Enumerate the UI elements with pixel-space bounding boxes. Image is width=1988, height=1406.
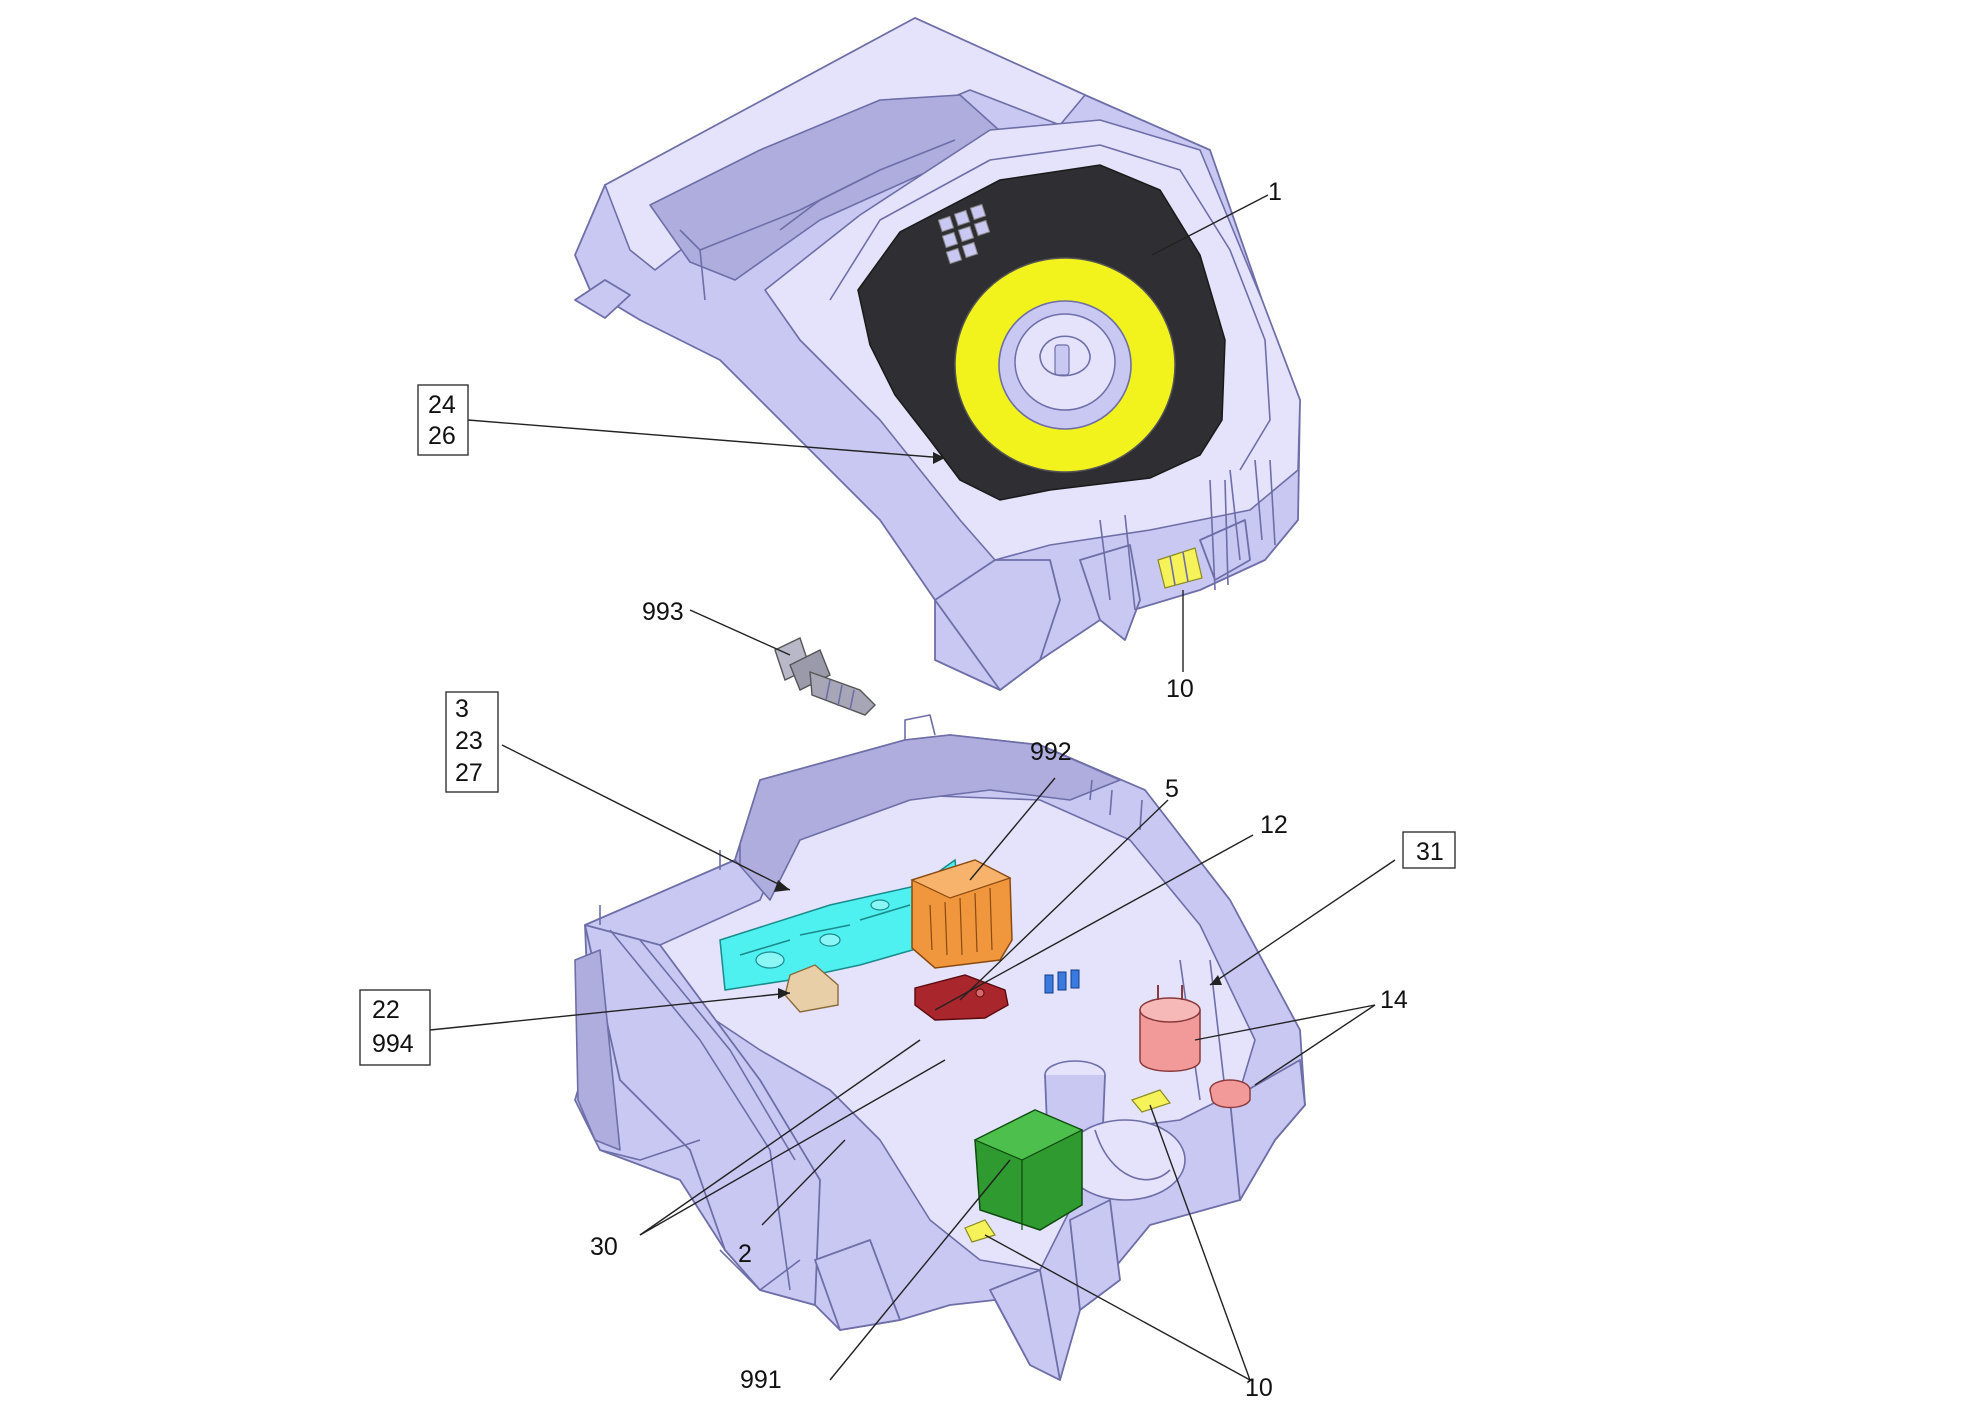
callout-31: 31 bbox=[1416, 838, 1444, 866]
callout-box-31 bbox=[1402, 831, 1456, 869]
pink-bushing bbox=[1209, 1079, 1251, 1109]
top-cover bbox=[574, 17, 1301, 691]
transformer bbox=[973, 1109, 1084, 1231]
callout-993: 993 bbox=[642, 598, 684, 626]
callout-14: 14 bbox=[1380, 986, 1408, 1014]
callout-10-bottom: 10 bbox=[1245, 1374, 1273, 1402]
callout-30: 30 bbox=[590, 1233, 618, 1261]
callout-5: 5 bbox=[1165, 775, 1179, 803]
callout-1: 1 bbox=[1268, 178, 1282, 206]
lower-housing bbox=[574, 714, 1306, 1381]
housing-clip-upper bbox=[1130, 1089, 1171, 1113]
callout-box-22-994 bbox=[359, 989, 431, 1066]
blue-connectors bbox=[1044, 969, 1080, 994]
cover-clip bbox=[1157, 547, 1203, 589]
callout-26: 26 bbox=[428, 422, 456, 450]
callout-box-24-26 bbox=[417, 384, 469, 456]
callout-991: 991 bbox=[740, 1366, 782, 1394]
relay-block bbox=[910, 859, 1013, 969]
callout-2: 2 bbox=[738, 1240, 752, 1268]
callout-992: 992 bbox=[1030, 738, 1072, 766]
callout-12: 12 bbox=[1260, 811, 1288, 839]
callout-24: 24 bbox=[428, 391, 456, 419]
callouts: 1 24 26 993 10 3 23 27 992 5 12 31 22 99… bbox=[372, 178, 1444, 1402]
callout-23: 23 bbox=[455, 727, 483, 755]
leader-lines bbox=[429, 194, 1396, 1381]
callout-3: 3 bbox=[455, 695, 469, 723]
screw-fitting bbox=[774, 637, 876, 716]
filter-capacitor bbox=[1139, 985, 1201, 1072]
callout-27: 27 bbox=[455, 759, 483, 787]
callout-box-3-23-27 bbox=[445, 691, 499, 793]
callout-22: 22 bbox=[372, 996, 400, 1024]
callout-10-top: 10 bbox=[1166, 675, 1194, 703]
keypad-icon bbox=[937, 203, 991, 265]
callout-994: 994 bbox=[372, 1030, 414, 1058]
